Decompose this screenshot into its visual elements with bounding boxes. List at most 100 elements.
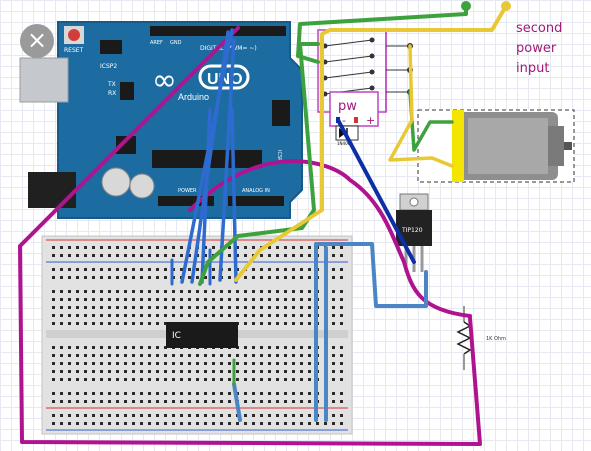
breadboard-hole xyxy=(92,370,95,373)
breadboard-hole xyxy=(92,314,95,317)
breadboard-hole xyxy=(228,268,231,271)
second-power-annotation: second power input xyxy=(516,21,562,76)
breadboard-hole xyxy=(108,400,111,403)
breadboard-hole xyxy=(116,306,119,309)
breadboard-hole xyxy=(52,314,55,317)
breadboard-hole xyxy=(308,322,311,325)
breadboard-hole xyxy=(340,414,343,417)
breadboard-hole xyxy=(188,392,191,395)
breadboard-hole xyxy=(244,392,247,395)
breadboard-hole xyxy=(300,392,303,395)
breadboard-hole xyxy=(124,254,127,257)
breadboard-hole xyxy=(164,276,167,279)
breadboard-hole xyxy=(124,362,127,365)
breadboard-hole xyxy=(84,414,87,417)
breadboard-hole xyxy=(76,268,79,271)
breadboard-hole xyxy=(228,362,231,365)
breadboard-hole xyxy=(100,378,103,381)
breadboard-hole xyxy=(188,268,191,271)
transistor-label: TIP120 xyxy=(401,227,423,234)
breadboard-hole xyxy=(124,422,127,425)
breadboard-hole xyxy=(284,354,287,357)
breadboard-hole xyxy=(236,378,239,381)
breadboard-hole xyxy=(116,362,119,365)
breadboard-hole xyxy=(332,298,335,301)
breadboard-hole xyxy=(276,298,279,301)
breadboard-hole xyxy=(260,400,263,403)
breadboard-hole xyxy=(132,414,135,417)
breadboard-hole xyxy=(172,314,175,317)
breadboard-hole xyxy=(204,354,207,357)
breadboard-hole xyxy=(300,370,303,373)
breadboard-hole xyxy=(116,314,119,317)
breadboard-hole xyxy=(92,378,95,381)
breadboard-hole xyxy=(92,414,95,417)
breadboard-hole xyxy=(52,322,55,325)
breadboard-hole xyxy=(260,392,263,395)
breadboard-hole xyxy=(204,276,207,279)
breadboard-hole xyxy=(188,314,191,317)
breadboard-hole xyxy=(204,306,207,309)
breadboard-hole xyxy=(212,314,215,317)
breadboard-hole xyxy=(340,400,343,403)
breadboard-hole xyxy=(260,414,263,417)
breadboard-hole xyxy=(196,414,199,417)
breadboard-hole xyxy=(204,290,207,293)
breadboard-hole xyxy=(292,314,295,317)
capacitor-2 xyxy=(129,173,155,199)
breadboard-hole xyxy=(92,298,95,301)
breadboard-hole xyxy=(196,370,199,373)
breadboard-hole xyxy=(108,314,111,317)
breadboard-hole xyxy=(332,370,335,373)
breadboard-hole xyxy=(92,322,95,325)
wire-blue-3 xyxy=(200,108,212,284)
breadboard-hole xyxy=(180,314,183,317)
breadboard-hole xyxy=(116,354,119,357)
breadboard-hole xyxy=(196,290,199,293)
breadboard-hole xyxy=(292,268,295,271)
breadboard-hole xyxy=(204,362,207,365)
breadboard-hole xyxy=(156,378,159,381)
relay-label: pw xyxy=(338,99,357,114)
label-aref: AREF xyxy=(150,40,163,46)
breadboard-hole xyxy=(92,400,95,403)
breadboard-hole xyxy=(228,306,231,309)
breadboard-hole xyxy=(236,370,239,373)
breadboard-hole xyxy=(244,298,247,301)
breadboard-hole xyxy=(332,306,335,309)
breadboard-hole xyxy=(268,378,271,381)
label-power: POWER xyxy=(178,188,197,194)
breadboard-hole xyxy=(124,414,127,417)
breadboard-hole xyxy=(340,322,343,325)
breadboard-hole xyxy=(268,400,271,403)
breadboard-hole xyxy=(252,246,255,249)
arduino-board: RESET ICSP2 DIGITAL (PWM= ~) AREF GND ∞ … xyxy=(19,21,303,219)
breadboard-hole xyxy=(108,322,111,325)
breadboard-hole xyxy=(148,370,151,373)
breadboard-hole xyxy=(60,322,63,325)
close-button[interactable]: × xyxy=(20,24,54,58)
breadboard-hole xyxy=(132,370,135,373)
breadboard-hole xyxy=(68,414,71,417)
breadboard-hole xyxy=(156,254,159,257)
breadboard-hole xyxy=(68,290,71,293)
breadboard-hole xyxy=(116,378,119,381)
breadboard-hole xyxy=(228,370,231,373)
breadboard-hole xyxy=(100,306,103,309)
breadboard-hole xyxy=(276,370,279,373)
breadboard-hole xyxy=(100,276,103,279)
breadboard-hole xyxy=(92,254,95,257)
wire-green-2 xyxy=(198,42,320,286)
breadboard-hole xyxy=(132,268,135,271)
breadboard-hole xyxy=(148,414,151,417)
arduino-sub: Arduino xyxy=(178,92,209,102)
breadboard-hole xyxy=(116,298,119,301)
breadboard-hole xyxy=(156,306,159,309)
breadboard-hole xyxy=(212,298,215,301)
small-chip xyxy=(120,82,134,100)
breadboard-hole xyxy=(52,400,55,403)
label-gnd-top: GND xyxy=(170,40,182,46)
breadboard-hole xyxy=(100,400,103,403)
breadboard-hole xyxy=(116,322,119,325)
